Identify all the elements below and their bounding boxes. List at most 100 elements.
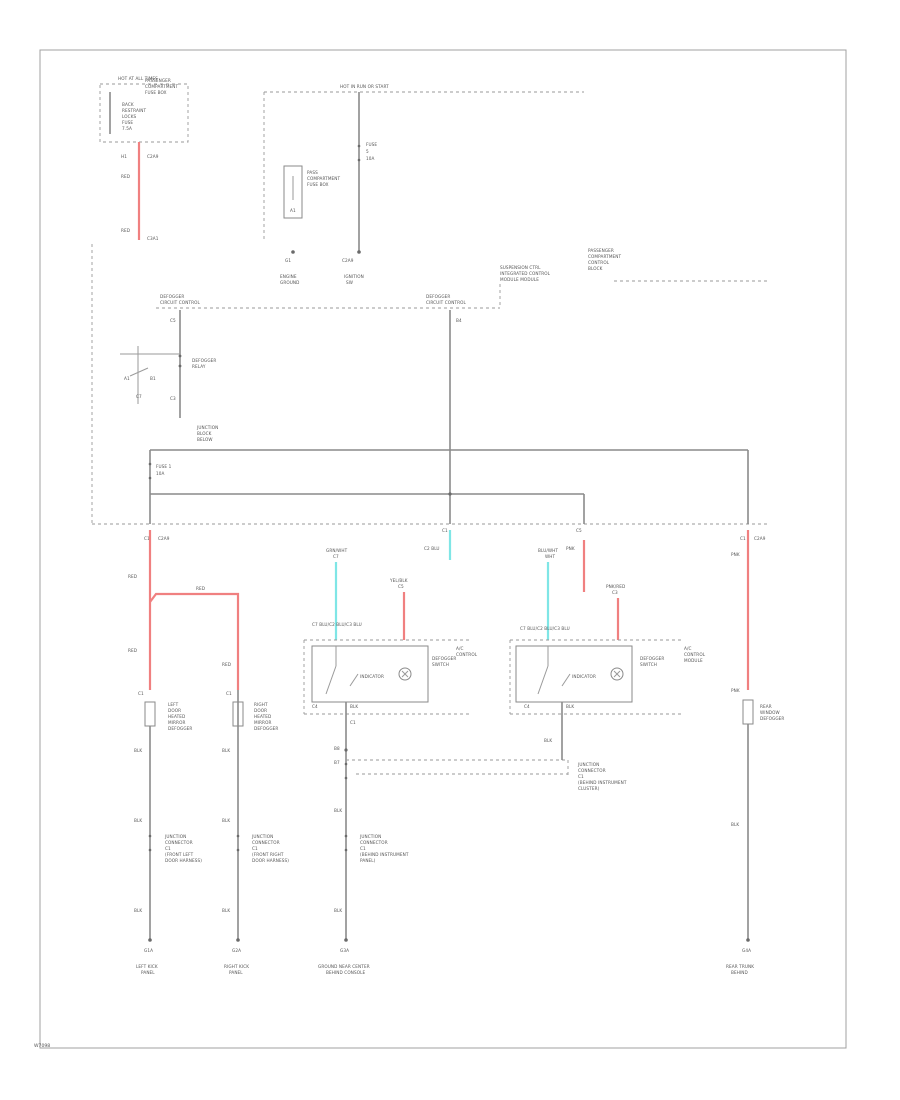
svg-text:A1: A1: [124, 376, 130, 381]
right-door-defogger-circuit: C1 RIGHT DOOR HEATED MIRROR DEFOGGER BLK…: [222, 664, 289, 975]
svg-text:G4A: G4A: [742, 948, 751, 953]
svg-text:G3A: G3A: [340, 948, 349, 953]
svg-text:(BEHIND INSTRUMENT: (BEHIND INSTRUMENT: [360, 852, 409, 857]
svg-text:JUNCTION: JUNCTION: [359, 834, 381, 839]
svg-text:FUSE: FUSE: [122, 120, 133, 125]
svg-text:BLK: BLK: [222, 908, 230, 913]
svg-text:B1: B1: [150, 376, 156, 381]
svg-text:C3: C3: [170, 396, 176, 401]
svg-text:BLK: BLK: [731, 822, 739, 827]
svg-text:PASSENGER: PASSENGER: [145, 78, 171, 83]
svg-text:BLU/WHT: BLU/WHT: [538, 548, 558, 553]
svg-text:BLK: BLK: [334, 908, 342, 913]
svg-text:DOOR: DOOR: [254, 708, 267, 713]
hot-in-run-block: HOT IN RUN OR START FUSE 5 10A PASS COMP…: [263, 84, 584, 285]
svg-text:PNK: PNK: [566, 546, 575, 551]
svg-text:PNK/RED: PNK/RED: [606, 584, 625, 589]
svg-text:PASSENGER: PASSENGER: [588, 248, 614, 253]
svg-text:MIRROR: MIRROR: [254, 720, 271, 725]
svg-text:BLK: BLK: [566, 704, 574, 709]
svg-text:RELAY: RELAY: [192, 364, 206, 369]
svg-text:10A: 10A: [156, 471, 165, 476]
svg-text:C4: C4: [524, 704, 530, 709]
svg-text:COMPARTMENT: COMPARTMENT: [588, 254, 622, 259]
defogger-relay: C5 A1 B1 C7 DEFOGGER RELAY C3 JUNCTION B…: [120, 310, 218, 442]
svg-text:BACK: BACK: [122, 102, 134, 107]
svg-text:CONTROL: CONTROL: [456, 652, 478, 657]
svg-text:PNK: PNK: [731, 688, 740, 693]
svg-text:COMPARTMENT: COMPARTMENT: [307, 176, 341, 181]
svg-text:DEFOGGER: DEFOGGER: [168, 726, 192, 731]
svg-text:GROUND NEAR CENTER: GROUND NEAR CENTER: [318, 964, 370, 969]
svg-text:C1: C1: [360, 846, 366, 851]
svg-text:(BEHIND INSTRUMENT: (BEHIND INSTRUMENT: [578, 780, 627, 785]
svg-text:DEFOGGER: DEFOGGER: [640, 656, 664, 661]
svg-text:C1: C1: [740, 536, 746, 541]
svg-text:JUNCTION: JUNCTION: [577, 762, 599, 767]
svg-text:BLK: BLK: [134, 818, 142, 823]
svg-text:BLK: BLK: [134, 748, 142, 753]
svg-text:CLUSTER): CLUSTER): [578, 786, 600, 791]
svg-text:BLK: BLK: [350, 704, 358, 709]
svg-text:HEATED: HEATED: [168, 714, 185, 719]
svg-text:C7: C7: [333, 554, 339, 559]
svg-text:BLK: BLK: [134, 908, 142, 913]
svg-text:C5: C5: [576, 528, 582, 533]
svg-text:PASS: PASS: [307, 170, 318, 175]
svg-text:C1: C1: [138, 691, 144, 696]
svg-text:B7: B7: [334, 760, 340, 765]
svg-text:REAR TRUNK: REAR TRUNK: [726, 964, 754, 969]
bus-wires: B4 FUSE 1 10A: [148, 310, 749, 524]
svg-text:RED: RED: [121, 228, 130, 233]
svg-text:C1: C1: [578, 774, 584, 779]
svg-text:CONNECTOR: CONNECTOR: [578, 768, 606, 773]
svg-text:BELOW: BELOW: [197, 437, 213, 442]
left-door-defogger-circuit: C1 C2A9 RED RED RED RED C1 LEFT DOOR HEA…: [128, 530, 240, 975]
svg-text:B4: B4: [456, 318, 462, 323]
svg-text:CONTROL: CONTROL: [588, 260, 610, 265]
svg-text:C1: C1: [226, 691, 232, 696]
svg-text:DOOR HARNESS): DOOR HARNESS): [252, 858, 289, 863]
svg-text:BLK: BLK: [334, 808, 342, 813]
svg-text:H1: H1: [121, 154, 127, 159]
svg-text:COMPARTMENT: COMPARTMENT: [145, 84, 179, 89]
svg-text:REAR: REAR: [760, 704, 772, 709]
svg-text:C2A9: C2A9: [158, 536, 170, 541]
svg-text:FUSE BOX: FUSE BOX: [145, 90, 167, 95]
svg-text:RESTRAINT: RESTRAINT: [122, 108, 147, 113]
svg-text:SWITCH: SWITCH: [432, 662, 449, 667]
svg-text:BLOCK: BLOCK: [588, 266, 603, 271]
svg-text:C2 BLU: C2 BLU: [424, 546, 440, 551]
svg-text:INDICATOR: INDICATOR: [360, 674, 384, 679]
svg-text:C1: C1: [252, 846, 258, 851]
svg-text:C1: C1: [442, 528, 448, 533]
svg-text:HOT IN RUN OR START: HOT IN RUN OR START: [340, 84, 389, 89]
svg-text:GROUND: GROUND: [280, 280, 299, 285]
svg-text:FUSE: FUSE: [366, 142, 377, 147]
svg-text:A/C: A/C: [456, 646, 464, 651]
svg-text:C7: C7: [136, 394, 142, 399]
ground-symbols: [148, 250, 750, 942]
defogger-switch-1: GRN/WHT C7 YEL/BLK C5 C7 BLU/C2 BLU/C3 B…: [303, 548, 569, 975]
svg-text:RED: RED: [222, 662, 231, 667]
junction-block-outline: DEFOGGER CIRCUIT CONTROL DEFOGGER CIRCUI…: [91, 244, 770, 525]
defogger-switch-2: BLU/WHT WHT C5 PNK PNK/RED C3 C7 BLU/C2 …: [509, 528, 706, 791]
svg-text:CONNECTOR: CONNECTOR: [360, 840, 388, 845]
svg-text:CIRCUIT CONTROL: CIRCUIT CONTROL: [426, 300, 466, 305]
svg-text:G1A: G1A: [144, 948, 153, 953]
svg-text:SWITCH: SWITCH: [640, 662, 657, 667]
svg-text:PANEL: PANEL: [229, 970, 243, 975]
svg-text:DEFOGGER: DEFOGGER: [254, 726, 278, 731]
svg-text:BLK: BLK: [544, 738, 552, 743]
svg-text:DOOR HARNESS): DOOR HARNESS): [165, 858, 202, 863]
center-cyan-feed: C1 C2 BLU: [424, 528, 452, 560]
svg-text:A1: A1: [290, 208, 296, 213]
svg-text:YEL/BLK: YEL/BLK: [389, 578, 408, 583]
svg-text:BEHIND CONSOLE: BEHIND CONSOLE: [326, 970, 366, 975]
svg-text:WHT: WHT: [545, 554, 555, 559]
fuse-box-hot-at-all-times: HOT AT ALL TIMES PASSENGER COMPARTMENT F…: [99, 76, 189, 241]
svg-text:RED: RED: [128, 574, 137, 579]
footer-code: W7098: [34, 1043, 50, 1049]
svg-text:C7 BLU/C2 BLU/C3 BLU: C7 BLU/C2 BLU/C3 BLU: [312, 622, 362, 627]
